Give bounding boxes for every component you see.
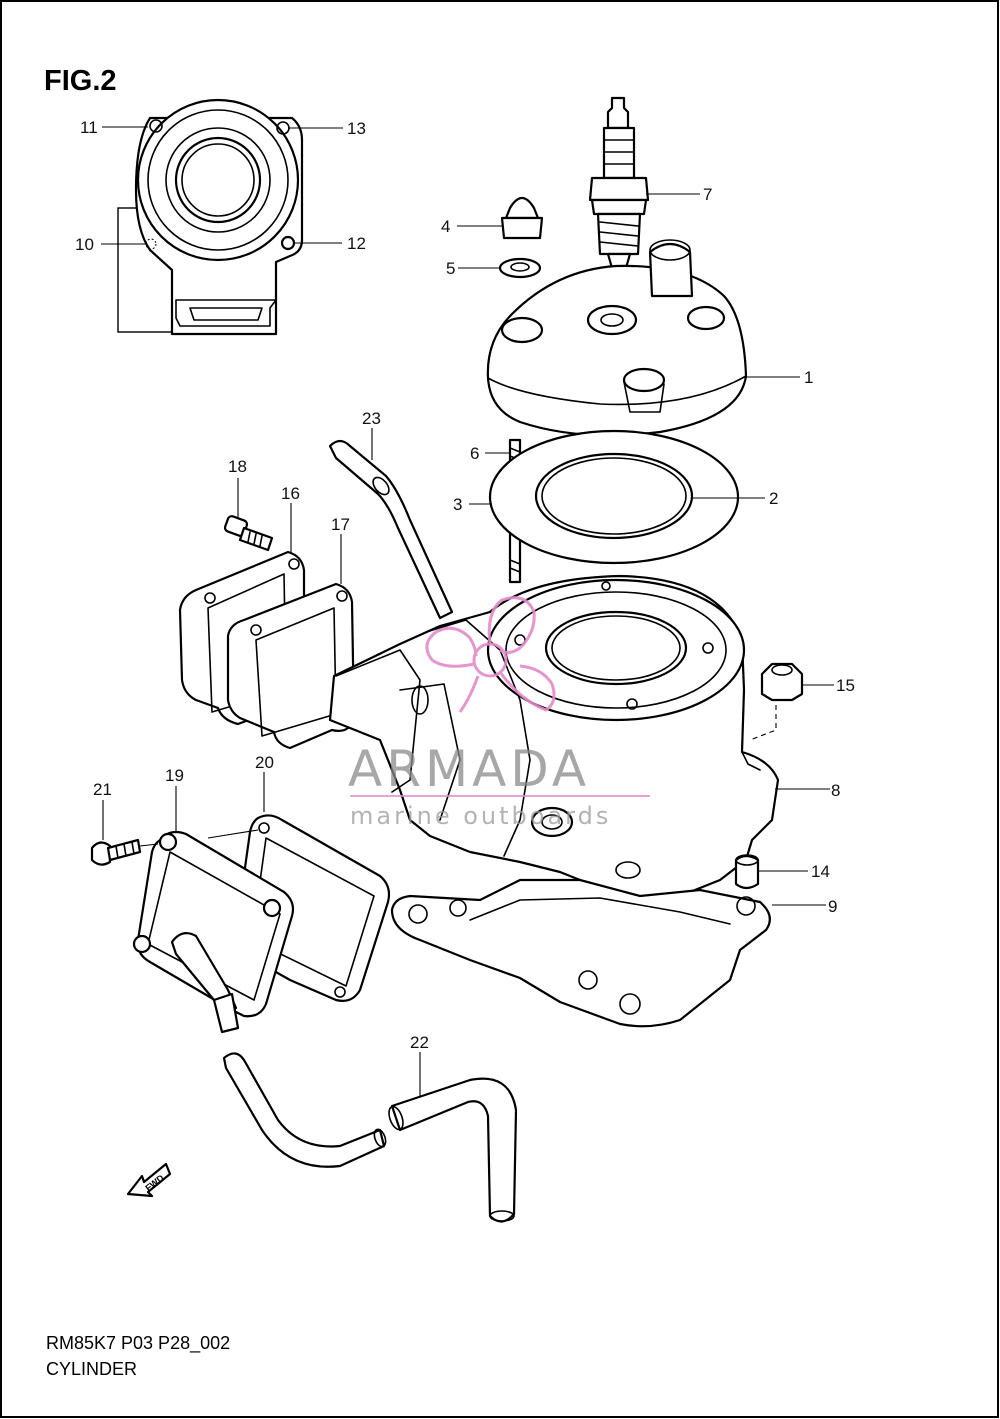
watermark-tagline: marine outboards [350, 802, 611, 830]
callout-1[interactable]: 1 [804, 368, 813, 387]
washer[interactable] [458, 257, 542, 279]
reed-valve-plate[interactable] [226, 534, 356, 750]
callout-10[interactable]: 10 [75, 235, 94, 254]
inset-knock-pin[interactable] [280, 235, 296, 251]
inset-bore [174, 136, 262, 224]
drain-hose[interactable] [222, 1052, 518, 1223]
callout-22[interactable]: 22 [410, 1033, 429, 1052]
cap-nut[interactable] [457, 196, 544, 240]
inset-detail [101, 98, 343, 336]
watermark-logo [425, 596, 556, 713]
callout-4[interactable]: 4 [441, 217, 450, 236]
callout-9[interactable]: 9 [828, 897, 837, 916]
callout-15[interactable]: 15 [836, 676, 855, 695]
cylinder-head[interactable] [486, 239, 800, 437]
cover-screw[interactable] [90, 800, 159, 866]
dowel-pin[interactable] [734, 854, 808, 890]
model-code: RM85K7 P03 P28_002 [46, 1333, 230, 1354]
figure-label: FIG.2 [44, 65, 117, 97]
cylinder-nut[interactable] [760, 662, 834, 702]
callout-labels: 1 2 3 4 5 6 7 8 9 10 11 12 13 14 15 16 1… [75, 118, 855, 1052]
callout-17[interactable]: 17 [331, 515, 350, 534]
watermark-brand: ARMADA [348, 740, 590, 798]
section-title: CYLINDER [46, 1359, 137, 1379]
fwd-arrow: FWD [126, 1162, 172, 1198]
callout-20[interactable]: 20 [255, 753, 274, 772]
callout-16[interactable]: 16 [281, 484, 300, 503]
callout-6[interactable]: 6 [470, 444, 479, 463]
callout-11[interactable]: 11 [80, 118, 98, 137]
callout-19[interactable]: 19 [165, 766, 184, 785]
base-gasket[interactable] [390, 878, 826, 1028]
callout-13[interactable]: 13 [347, 119, 366, 138]
callout-8[interactable]: 8 [831, 781, 840, 800]
cylinder-bore [544, 610, 688, 686]
callout-12[interactable]: 12 [347, 234, 366, 253]
callout-23[interactable]: 23 [362, 409, 381, 428]
callout-21[interactable]: 21 [93, 780, 112, 799]
callout-7[interactable]: 7 [703, 185, 712, 204]
callout-14[interactable]: 14 [811, 862, 830, 881]
exhaust-cover[interactable] [132, 786, 295, 1034]
callout-5[interactable]: 5 [446, 259, 455, 278]
breather-hose[interactable] [328, 428, 454, 620]
watermark: ARMADA marine outboards [348, 596, 650, 830]
reed-screw[interactable] [223, 478, 274, 552]
inset-dowel-pin[interactable] [145, 238, 157, 250]
spark-plug[interactable] [588, 96, 700, 270]
callout-18[interactable]: 18 [228, 457, 247, 476]
head-gasket-ring[interactable] [534, 452, 765, 540]
cylinder[interactable] [328, 574, 830, 900]
callout-3[interactable]: 3 [453, 495, 462, 514]
callout-2[interactable]: 2 [769, 489, 778, 508]
